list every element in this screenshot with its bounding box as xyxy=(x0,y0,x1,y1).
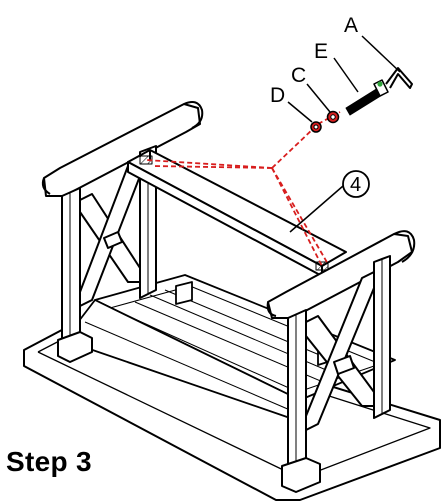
right-leg-assembly xyxy=(266,230,416,493)
apron-part-4 xyxy=(127,149,347,277)
bolt-e xyxy=(345,79,389,116)
label-e: E xyxy=(314,40,328,63)
allen-key-a xyxy=(385,67,413,89)
hardware xyxy=(310,67,413,133)
part-number: 4 xyxy=(350,174,361,196)
label-a: A xyxy=(344,14,358,37)
leader-lines xyxy=(287,35,401,233)
step-title: Step 3 xyxy=(6,446,92,477)
part-number-callout: 4 xyxy=(342,170,370,198)
label-c: C xyxy=(291,64,306,87)
label-d: D xyxy=(270,84,285,107)
